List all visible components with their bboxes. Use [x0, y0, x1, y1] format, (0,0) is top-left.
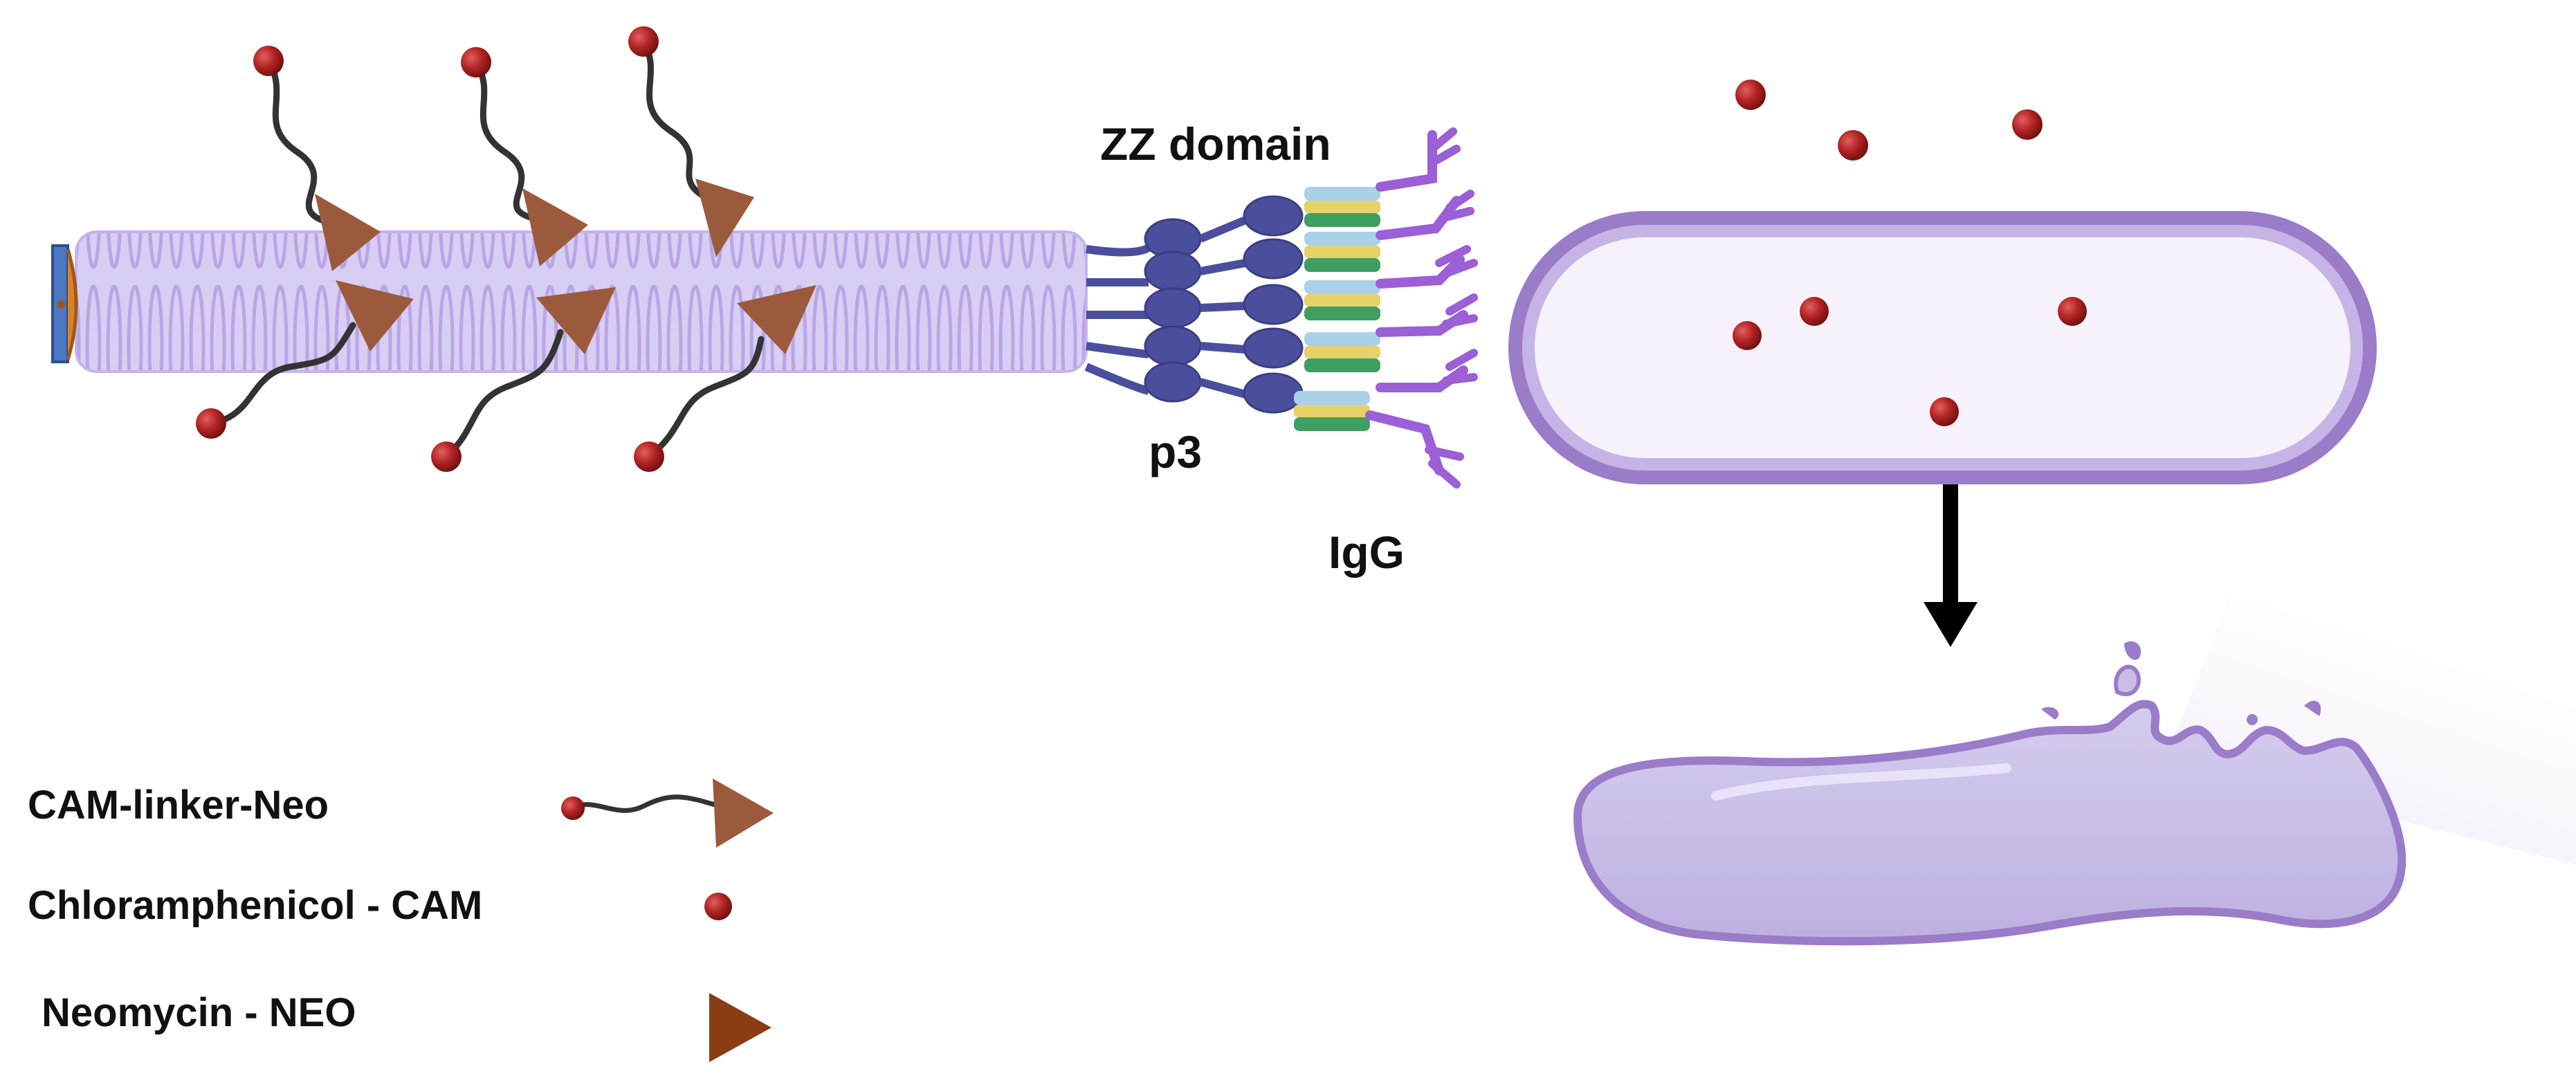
legend-item-chloramphenicol: Chloramphenicol - CAM [28, 883, 483, 928]
bacterium [1508, 211, 2377, 484]
igg-antibodies [1365, 127, 1478, 489]
cam-linker-neo-conjugate [461, 47, 588, 266]
cam-linker-neo-conjugate [634, 285, 816, 472]
neo-triangle-icon [709, 993, 771, 1062]
cam-linker-neo-conjugate [253, 46, 381, 271]
legend-item-neomycin: Neomycin - NEO [42, 990, 356, 1035]
cam-molecules [1733, 80, 2087, 426]
phage-end-cap [51, 244, 78, 363]
lysis-arrow [1924, 484, 1977, 647]
lysed-bacterium [1573, 526, 2576, 946]
zz-domain-label: ZZ domain [1100, 118, 1331, 170]
legend-item-cam-linker-neo: CAM-linker-Neo [28, 783, 329, 828]
cam-linker-neo-conjugate [431, 287, 616, 472]
phage [51, 26, 1478, 489]
cam-linker-neo-icon [561, 778, 774, 848]
zz-domains [1294, 187, 1380, 431]
igg-label: IgG [1328, 527, 1405, 578]
cam-linker-neo-conjugate [196, 280, 414, 439]
cam-linker-neo-conjugate [628, 26, 754, 257]
p3-proteins [1084, 195, 1304, 414]
p3-label: p3 [1149, 426, 1203, 477]
cam-dot-icon [704, 893, 732, 920]
